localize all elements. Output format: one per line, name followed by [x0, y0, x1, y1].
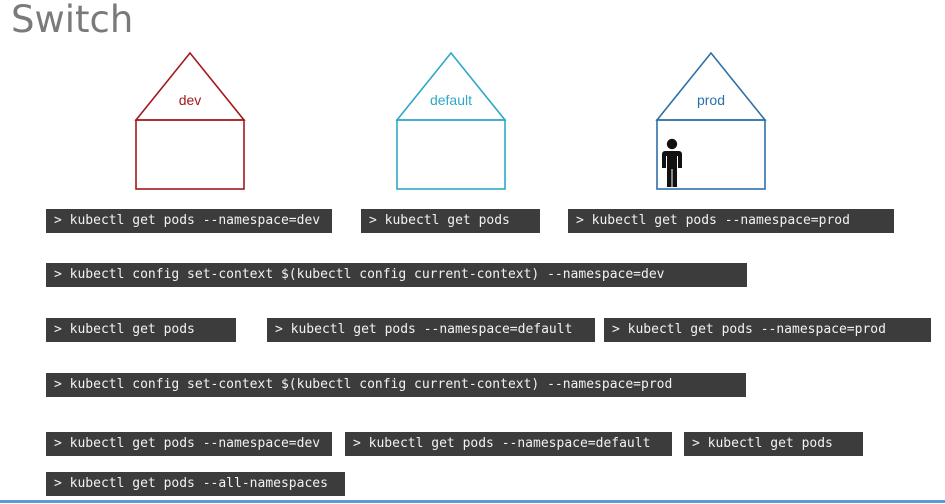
house-prod-label: prod: [696, 92, 726, 108]
namespace-house-dev: dev: [134, 50, 246, 192]
command-set-context-dev: > kubectl config set-context $(kubectl c…: [46, 263, 747, 287]
command-get-pods-prod: > kubectl get pods --namespace=prod: [604, 318, 931, 342]
command-get-pods: > kubectl get pods: [361, 209, 540, 233]
house-prod-outline: [655, 51, 767, 190]
command-get-pods-default: > kubectl get pods --namespace=default: [345, 432, 672, 456]
command-get-pods-dev: > kubectl get pods --namespace=dev: [46, 432, 332, 456]
namespace-house-prod: prod: [655, 50, 767, 192]
house-default-label: default: [429, 92, 473, 108]
person-icon: [662, 138, 682, 187]
command-get-pods-prod: > kubectl get pods --namespace=prod: [568, 209, 894, 233]
command-get-pods: > kubectl get pods: [684, 432, 863, 456]
slide-title: Switch: [11, 0, 134, 41]
slide-bottom-divider: [0, 500, 945, 503]
namespace-house-default: default: [395, 50, 507, 192]
command-get-pods-all-namespaces: > kubectl get pods --all-namespaces: [46, 472, 345, 496]
house-dev-label: dev: [178, 92, 202, 108]
command-get-pods-dev: > kubectl get pods --namespace=dev: [46, 209, 332, 233]
house-default-outline: [395, 51, 507, 190]
command-get-pods: > kubectl get pods: [46, 318, 236, 342]
house-dev-outline: [134, 51, 246, 190]
command-get-pods-default: > kubectl get pods --namespace=default: [267, 318, 595, 342]
command-set-context-prod: > kubectl config set-context $(kubectl c…: [46, 373, 746, 397]
